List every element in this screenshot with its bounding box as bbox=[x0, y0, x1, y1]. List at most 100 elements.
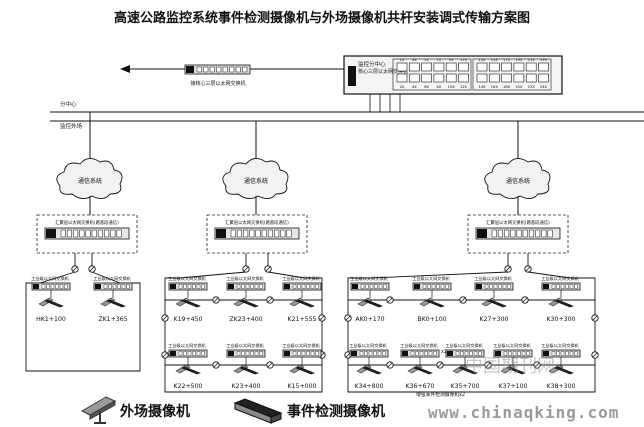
fiber-node-icon bbox=[266, 296, 274, 304]
camera-groups: 工业级以太网交换机HK1+100工业级以太网交换机ZK1+365工业级以太网交换… bbox=[25, 253, 599, 393]
access-switch: 工业级以太网交换机 bbox=[349, 342, 389, 358]
core-port-number: 3X bbox=[412, 58, 417, 62]
core-downlinks bbox=[369, 94, 401, 112]
core-port bbox=[445, 62, 457, 72]
camera-pair-icon bbox=[100, 297, 126, 308]
core-port bbox=[476, 62, 488, 72]
site-label: K15+000 bbox=[288, 383, 317, 390]
backbone-lines bbox=[50, 111, 644, 122]
fiber-node-icon bbox=[161, 351, 169, 359]
core-port-number: 5X bbox=[424, 58, 429, 62]
fiber-node-icon bbox=[386, 361, 394, 369]
access-switch: 工业级以太网交换机 bbox=[541, 275, 581, 291]
fiber-node-icon bbox=[591, 314, 599, 322]
fiber-node-icon bbox=[88, 265, 96, 273]
core-port-number: 24X bbox=[540, 85, 548, 89]
camera-pair-icon bbox=[233, 364, 259, 375]
core-port bbox=[538, 62, 549, 72]
cloud-icon: 通信系统 bbox=[56, 158, 123, 215]
core-port-number: 14X bbox=[478, 85, 486, 89]
upper-switch-port bbox=[196, 66, 202, 73]
camera-pair-icon bbox=[548, 297, 574, 308]
camera-pair-icon bbox=[548, 364, 574, 375]
site-label: K37+100 bbox=[499, 383, 528, 390]
camera-pair-icon bbox=[356, 364, 382, 375]
upper-switch-port bbox=[235, 66, 241, 73]
access-switch-label: 工业级以太网交换机 bbox=[93, 275, 132, 282]
access-switch: 工业级以太网交换机 bbox=[282, 342, 322, 358]
aggregation-switch: 汇聚层以太网交换机(路基段通信) bbox=[206, 214, 308, 254]
core-port bbox=[396, 73, 408, 83]
aggregation-switch: 汇聚层以太网交换机(路基段通信) bbox=[36, 214, 138, 254]
core-port-number: 2X bbox=[400, 85, 405, 89]
site-label: K30+300 bbox=[547, 316, 576, 323]
access-switch: 工业级以太网交换机 bbox=[445, 342, 485, 358]
upper-switch-port bbox=[203, 66, 209, 73]
access-switch-label: 工业级以太网交换机 bbox=[412, 275, 451, 282]
core-port-number: 19X bbox=[515, 58, 523, 62]
site-label: K36+670 bbox=[406, 383, 435, 390]
access-switch-label: 工业级以太网交换机 bbox=[445, 342, 484, 349]
core-port-number: 18X bbox=[503, 85, 511, 89]
cloud-icon: 通信系统 bbox=[222, 158, 289, 215]
cloud-icon: 通信系统 bbox=[484, 158, 551, 215]
core-port bbox=[433, 73, 445, 83]
site-label: K23+400 bbox=[232, 383, 261, 390]
camera-pair-icon bbox=[407, 364, 433, 375]
upper-switch-port bbox=[209, 66, 215, 73]
site-label: K21+555 bbox=[288, 316, 317, 323]
site-label: K35+700 bbox=[451, 383, 480, 390]
core-port bbox=[488, 73, 500, 83]
core-port bbox=[525, 73, 537, 83]
fiber-node-icon bbox=[591, 351, 599, 359]
camera-pair-icon bbox=[175, 364, 201, 375]
fiber-node-icon bbox=[71, 265, 79, 273]
camera-pair-icon bbox=[233, 297, 259, 308]
watermark-url: www.chinaqking.com bbox=[428, 403, 619, 422]
access-switch: 工业级以太网交换机 bbox=[226, 275, 266, 291]
camera-site: 工业级以太网交换机 ZK1+365 bbox=[93, 275, 133, 323]
core-port-number: 4X bbox=[412, 85, 417, 89]
core-port bbox=[458, 62, 469, 72]
access-switch-label: 工业级以太网交换机 bbox=[168, 342, 207, 349]
upper-switch-port bbox=[222, 66, 228, 73]
camera-site: 工业级以太网交换机 K30+300 bbox=[541, 275, 581, 323]
site-label: K22+500 bbox=[174, 383, 203, 390]
aggregation-switch: 汇聚层以太网交换机(路基段通信) bbox=[467, 214, 569, 254]
camera-pair-icon bbox=[481, 297, 507, 308]
core-port bbox=[408, 62, 420, 72]
upper-switch: 接核心三层以太网交换机 bbox=[184, 64, 251, 87]
fiber-node-icon bbox=[161, 314, 169, 322]
site-label: ZK1+365 bbox=[98, 316, 127, 323]
core-label-top: 监控分中心 bbox=[358, 60, 386, 68]
camera-pair-icon bbox=[500, 364, 526, 375]
drops-to-clouds bbox=[89, 112, 519, 165]
core-port-number: 12X bbox=[460, 85, 468, 89]
cloud-label: 通信系统 bbox=[244, 177, 268, 185]
fiber-node-icon bbox=[521, 296, 529, 304]
access-switch-label: 工业级以太网交换机 bbox=[400, 342, 439, 349]
core-port-number: 16X bbox=[491, 85, 499, 89]
camera-pair-icon bbox=[452, 364, 478, 375]
k36-note: 增强事件检测摄像机x2 bbox=[416, 391, 465, 398]
access-switch-label: 工业级以太网交换机 bbox=[226, 275, 265, 282]
access-switch: 工业级以太网交换机 bbox=[226, 342, 266, 358]
site-label: K38+300 bbox=[547, 383, 576, 390]
camera-site: 工业级以太网交换机 K23+400 bbox=[226, 342, 266, 390]
core-port-number: 8X bbox=[437, 85, 442, 89]
core-port-number: 17X bbox=[503, 58, 511, 62]
upper-switch-label: 接核心三层以太网交换机 bbox=[190, 80, 245, 87]
camera-pair-icon bbox=[38, 297, 64, 308]
core-port bbox=[445, 73, 457, 83]
core-port bbox=[501, 62, 512, 72]
core-port-number: 10X bbox=[448, 85, 456, 89]
access-switch-label: 工业级以太网交换机 bbox=[541, 275, 580, 282]
x2-note: x2 bbox=[441, 349, 447, 355]
field-camera-icon bbox=[80, 396, 117, 424]
